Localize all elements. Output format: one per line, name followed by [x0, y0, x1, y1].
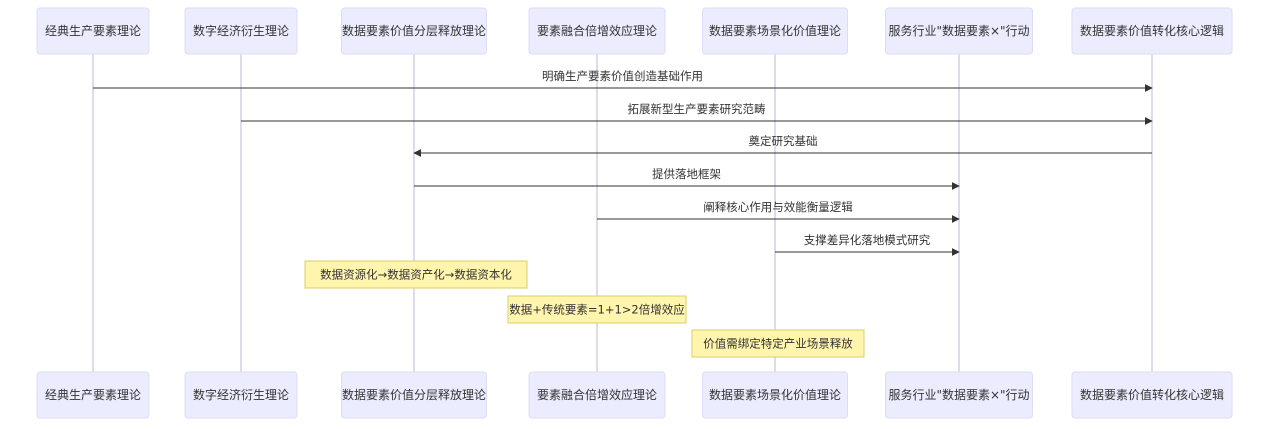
actor-label: 数据要素场景化价值理论 — [709, 23, 841, 38]
actor-box-bottom: 经典生产要素理论 — [36, 371, 150, 419]
message-label: 明确生产要素价值创造基础作用 — [542, 69, 703, 83]
message: 阐释核心作用与效能衡量逻辑 — [597, 200, 960, 223]
actor-box-rect — [36, 7, 150, 55]
actor-box-bottom: 服务行业"数据要素×"行动 — [885, 371, 1033, 419]
message: 拓展新型生产要素研究范畴 — [241, 102, 1153, 125]
message-label: 提供落地框架 — [652, 167, 721, 181]
actor-box-rect — [341, 7, 487, 55]
message: 明确生产要素价值创造基础作用 — [93, 69, 1153, 92]
message-label: 阐释核心作用与效能衡量逻辑 — [703, 200, 853, 214]
actor-label: 经典生产要素理论 — [45, 24, 141, 38]
actor-label: 经典生产要素理论 — [45, 388, 141, 402]
actor-box-top: 要素融合倍增效应理论 — [528, 7, 666, 55]
message-label: 奠定研究基础 — [749, 134, 818, 148]
note-box — [304, 260, 528, 289]
actor-box-top: 经典生产要素理论 — [36, 7, 150, 55]
message: 提供落地框架 — [414, 167, 960, 190]
actor-box-rect — [36, 371, 150, 419]
message-label: 拓展新型生产要素研究范畴 — [628, 102, 766, 116]
actor-box-rect — [885, 7, 1033, 55]
note-box — [507, 295, 687, 324]
actor-label: 数字经济衍生理论 — [193, 387, 289, 402]
actor-label: 数据要素场景化价值理论 — [709, 387, 841, 402]
note: 数据+传统要素=1+1>2倍增效应 — [507, 295, 687, 324]
actor-box-top: 数据要素场景化价值理论 — [702, 7, 848, 55]
note-label: 价值需绑定特定产业场景释放 — [703, 337, 853, 351]
actor-box-top: 数字经济衍生理论 — [184, 7, 298, 55]
actor-label: 要素融合倍增效应理论 — [537, 23, 657, 38]
actor-label: 数据要素价值转化核心逻辑 — [1080, 23, 1224, 38]
note-label: 数据资源化→数据资产化→数据资本化 — [320, 268, 512, 282]
note-label: 数据+传统要素=1+1>2倍增效应 — [509, 303, 685, 317]
actor-box-rect — [528, 371, 666, 419]
actor-label: 服务行业"数据要素×"行动 — [888, 23, 1029, 38]
actor-box-top: 服务行业"数据要素×"行动 — [885, 7, 1033, 55]
actor-box-top: 数据要素价值转化核心逻辑 — [1071, 7, 1233, 55]
message: 支撑差异化落地模式研究 — [775, 233, 960, 256]
actor-label: 数据要素价值分层释放理论 — [342, 387, 486, 402]
actor-box-rect — [184, 371, 298, 419]
actor-box-rect — [885, 371, 1033, 419]
actor-box-bottom: 数字经济衍生理论 — [184, 371, 298, 419]
message-label: 支撑差异化落地模式研究 — [804, 233, 931, 247]
actor-label: 数据要素价值分层释放理论 — [342, 23, 486, 38]
actor-label: 数字经济衍生理论 — [193, 23, 289, 38]
actor-box-rect — [528, 7, 666, 55]
actor-box-bottom: 要素融合倍增效应理论 — [528, 371, 666, 419]
message: 奠定研究基础 — [413, 134, 1152, 157]
actor-label: 服务行业"数据要素×"行动 — [888, 387, 1029, 402]
actor-box-bottom: 数据要素价值分层释放理论 — [341, 371, 487, 419]
actor-box-rect — [702, 371, 848, 419]
actor-box-bottom: 数据要素场景化价值理论 — [702, 371, 848, 419]
actor-box-bottom: 数据要素价值转化核心逻辑 — [1071, 371, 1233, 419]
note: 数据资源化→数据资产化→数据资本化 — [304, 260, 528, 289]
actor-box-rect — [702, 7, 848, 55]
note: 价值需绑定特定产业场景释放 — [691, 329, 865, 358]
actor-box-top: 数据要素价值分层释放理论 — [341, 7, 487, 55]
note-box — [691, 329, 865, 358]
actor-label: 数据要素价值转化核心逻辑 — [1080, 387, 1224, 402]
actor-box-rect — [341, 371, 487, 419]
actor-box-rect — [184, 7, 298, 55]
actor-box-rect — [1071, 371, 1233, 419]
actor-label: 要素融合倍增效应理论 — [537, 387, 657, 402]
actor-box-rect — [1071, 7, 1233, 55]
